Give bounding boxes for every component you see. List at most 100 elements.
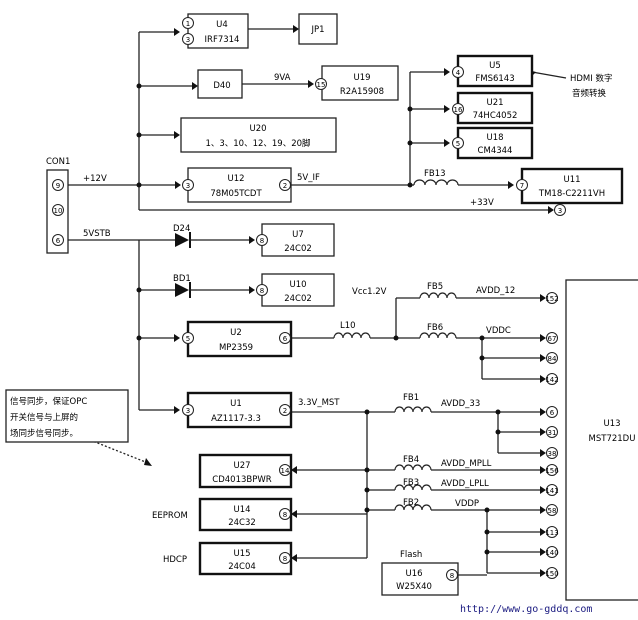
fb5-coil — [419, 292, 457, 299]
u18-ref: U18 — [486, 133, 503, 143]
u2-ref: U2 — [230, 328, 242, 338]
fb5-label: FB5 — [427, 282, 443, 292]
u1-pin-in: 3 — [186, 407, 190, 415]
sync-note-line2: 开关信号与上屏的 — [10, 412, 78, 423]
fb6-coil — [419, 332, 457, 339]
u14-pin: 8 — [283, 511, 287, 519]
u11-ref: U11 — [563, 175, 580, 185]
u2-pin-in: 5 — [186, 335, 190, 343]
sync-note-line3: 场同步信号同步。 — [10, 428, 78, 439]
u10-ref: U10 — [289, 280, 306, 290]
net-9va: 9VA — [274, 73, 291, 83]
u7-pin: 8 — [260, 237, 264, 245]
u11-name: TM18-C2211VH — [538, 189, 605, 199]
component-labels: U4 IRF7314 JP1 D40 U19 R2A15908 U20 1、3、… — [205, 20, 636, 592]
u1-name: AZ1117-3.3 — [211, 414, 261, 424]
d24-label: D24 — [173, 224, 190, 234]
u13-pin: 67 — [548, 335, 557, 343]
u4-pin-1: 1 — [186, 20, 190, 28]
u15-name: 24C04 — [228, 562, 256, 572]
u13-pin: 38 — [548, 450, 557, 458]
u18-pin: 5 — [456, 140, 460, 148]
u18-name: CM4344 — [478, 146, 513, 156]
arrows — [144, 25, 554, 577]
junctions — [136, 83, 501, 555]
fb2-label: FB2 — [403, 498, 419, 508]
u19-pin: 15 — [317, 81, 326, 89]
u12-pin-in: 3 — [186, 182, 190, 190]
u13-pin: 58 — [548, 507, 557, 515]
u1-pin-out: 2 — [283, 407, 287, 415]
l10-label: L10 — [340, 321, 356, 331]
diode-d24 — [175, 232, 197, 248]
u4-pin-3: 3 — [186, 36, 190, 44]
u5-box — [456, 54, 534, 88]
u20-box — [180, 117, 337, 153]
fb13-coil — [413, 179, 459, 186]
u4-box — [187, 13, 249, 49]
u13-pin: 142 — [545, 376, 558, 384]
hdcp-label: HDCP — [163, 555, 187, 565]
u10-box — [261, 273, 335, 307]
u1-box — [186, 391, 293, 429]
u16-box — [381, 562, 459, 596]
d40-ref: D40 — [213, 81, 230, 91]
pin-circles — [182, 17, 566, 581]
u2-name: MP2359 — [219, 343, 253, 353]
net-vddp: VDDP — [455, 499, 479, 509]
net-mst33: 3.3V_MST — [298, 398, 340, 408]
con1-label: CON1 — [46, 157, 70, 167]
u13-pin: 6 — [550, 409, 555, 417]
u2-box — [186, 320, 293, 358]
u11-box — [520, 167, 624, 205]
fb1-label: FB1 — [403, 393, 419, 403]
u10-pin: 8 — [260, 287, 264, 295]
pin-numbers: 9 10 6 1 3 15 3 2 4 16 5 7 3 8 8 5 6 3 2… — [54, 20, 563, 580]
fb1-coil — [394, 406, 432, 413]
u4-name: IRF7314 — [205, 35, 240, 45]
eeprom-label: EEPROM — [152, 511, 188, 521]
connector-con1 — [46, 169, 69, 254]
inductors — [333, 179, 459, 511]
u5-ref: U5 — [489, 61, 501, 71]
u7-name: 24C02 — [284, 244, 312, 254]
u21-pin: 16 — [454, 106, 463, 114]
u27-name: CD4013BPWR — [212, 475, 271, 485]
u13-pin: 140 — [545, 549, 558, 557]
u5-name: FMS6143 — [475, 74, 514, 84]
u13-pin: 156 — [545, 467, 559, 475]
fb3-label: FB3 — [403, 478, 419, 488]
u15-pin: 8 — [283, 555, 287, 563]
net-12v: +12V — [83, 174, 107, 184]
u21-name: 74HC4052 — [473, 111, 518, 121]
u27-ref: U27 — [233, 461, 250, 471]
u13-pin: 31 — [548, 429, 557, 437]
net-avdd33: AVDD_33 — [441, 399, 480, 409]
u13-pin: 141 — [545, 487, 558, 495]
u7-box — [261, 223, 335, 257]
net-labels: CON1 +12V 5VSTB 9VA 5V_IF +33V FB13 D24 … — [46, 73, 515, 565]
u27-pin: 14 — [281, 467, 290, 475]
u13-name: MST721DU — [589, 434, 636, 444]
u11-pin: 7 — [520, 182, 524, 190]
fb6-label: FB6 — [427, 323, 443, 333]
jp1-box — [298, 13, 338, 45]
u15-box — [198, 541, 293, 576]
u13-pin: 84 — [548, 355, 557, 363]
u20-ref: U20 — [249, 124, 266, 134]
net-avdd12: AVDD_12 — [476, 286, 515, 296]
net-vcc12: Vcc1.2V — [352, 287, 387, 297]
sync-note-line1: 信号同步，保证OPC — [10, 396, 87, 407]
u5-pin: 4 — [456, 69, 461, 77]
net-vddc: VDDC — [486, 326, 511, 336]
hdmi-note-line1: HDMI 数字 — [570, 73, 612, 84]
hdmi-note: HDMI 数字 音频转换 — [570, 73, 612, 99]
bd1-label: BD1 — [173, 274, 191, 284]
fb3-coil — [394, 484, 432, 491]
u7-ref: U7 — [292, 230, 304, 240]
u14-box — [198, 497, 293, 532]
u27-box — [198, 453, 293, 489]
u13-pin: 152 — [545, 295, 558, 303]
u12-box — [187, 167, 292, 203]
